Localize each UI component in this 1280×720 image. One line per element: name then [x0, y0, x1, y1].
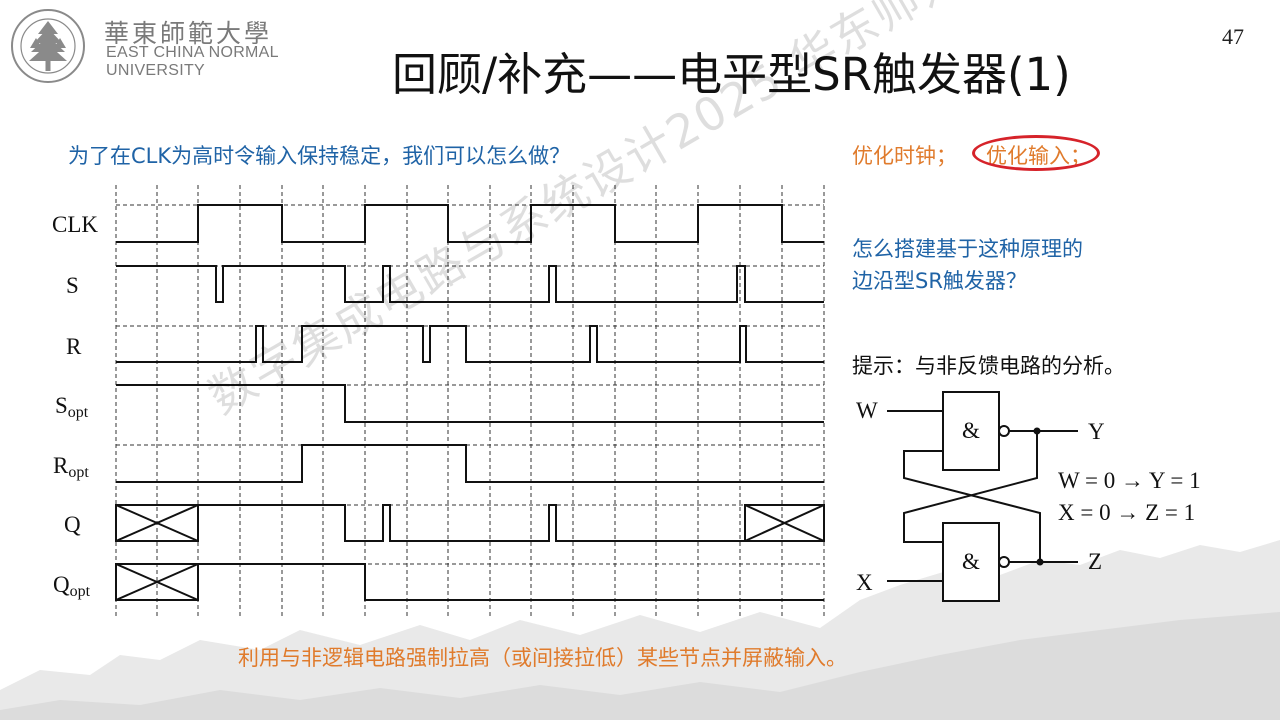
build-question-line1: 怎么搭建基于这种原理的	[852, 237, 1083, 261]
equation-w: W = 0 → Y = 1	[1058, 468, 1201, 493]
waveform-q-unknown-end	[744, 504, 825, 542]
signal-label-q-opt-text: Q	[53, 572, 70, 597]
equation-x: X = 0 → Z = 1	[1058, 500, 1196, 525]
timing-grid	[115, 185, 825, 618]
signal-label-s-opt-sub: opt	[67, 404, 89, 421]
signal-label-s: S	[66, 273, 79, 299]
waveform-s	[116, 265, 824, 303]
question-text: 为了在CLK为高时令输入保持稳定，我们可以怎么做？	[68, 144, 571, 168]
pin-y: Y	[1088, 419, 1105, 444]
signal-label-q-opt-sub: opt	[69, 583, 91, 600]
waveform-r	[116, 325, 824, 363]
pin-z: Z	[1088, 549, 1103, 574]
logo-english-line2: UNIVERSITY	[106, 62, 206, 79]
gate-symbol-bottom: &	[962, 549, 980, 574]
signal-label-q-text: Q	[64, 512, 81, 537]
slide-title: 回顾/补充——电平型SR触发器(1)	[392, 48, 1071, 101]
signal-label-q: Q	[64, 512, 81, 538]
junction-dot-bottom	[1036, 558, 1044, 566]
signal-label-clk: CLK	[52, 212, 98, 238]
bottom-note: 利用与非逻辑电路强制拉高（或间接拉低）某些节点并屏蔽输入。	[238, 646, 847, 670]
build-question-line2: 边沿型SR触发器？	[852, 269, 1027, 293]
signal-label-s-opt: Sopt	[55, 393, 88, 422]
nand-gate-bottom	[942, 522, 1000, 602]
waveform-q-unknown-start	[115, 504, 199, 542]
signal-label-s-opt-text: S	[55, 393, 68, 418]
waveform-q	[198, 504, 745, 542]
inverter-bubble-top	[998, 425, 1010, 437]
waveform-q-opt	[198, 563, 824, 601]
inverter-bubble-bottom	[998, 556, 1010, 568]
logo-chinese-name: 華東師範大學	[104, 19, 273, 48]
highlight-oval	[972, 135, 1100, 171]
waveform-r-opt	[116, 444, 824, 483]
university-logo: 華東師範大學 EAST CHINA NORMAL UNIVERSITY	[8, 6, 298, 86]
pin-w: W	[856, 398, 878, 423]
signal-label-r: R	[66, 334, 81, 360]
waveform-clk	[116, 204, 824, 243]
waveform-q-opt-unknown-start	[115, 563, 199, 601]
logo-english-line1: EAST CHINA NORMAL	[106, 44, 279, 61]
ecnu-emblem-icon	[11, 9, 85, 83]
signal-label-q-opt: Qopt	[53, 572, 90, 601]
build-question: 怎么搭建基于这种原理的 边沿型SR触发器？	[852, 233, 1083, 297]
signal-label-r-text: R	[66, 334, 82, 359]
pin-x: X	[856, 570, 873, 595]
signal-label-s-text: S	[66, 273, 79, 298]
signal-label-r-opt-text: R	[53, 453, 69, 478]
signal-label-r-opt: Ropt	[53, 453, 89, 482]
signal-label-clk-text: CLK	[52, 212, 98, 237]
waveform-s-opt	[116, 384, 824, 423]
page-number: 47	[1222, 24, 1244, 49]
junction-dot-top	[1033, 427, 1041, 435]
hint-text: 提示：与非反馈电路的分析。	[852, 354, 1125, 378]
signal-label-r-opt-sub: opt	[68, 464, 89, 481]
gate-symbol-top: &	[962, 418, 980, 443]
option-optimize-clock: 优化时钟；	[852, 144, 957, 168]
